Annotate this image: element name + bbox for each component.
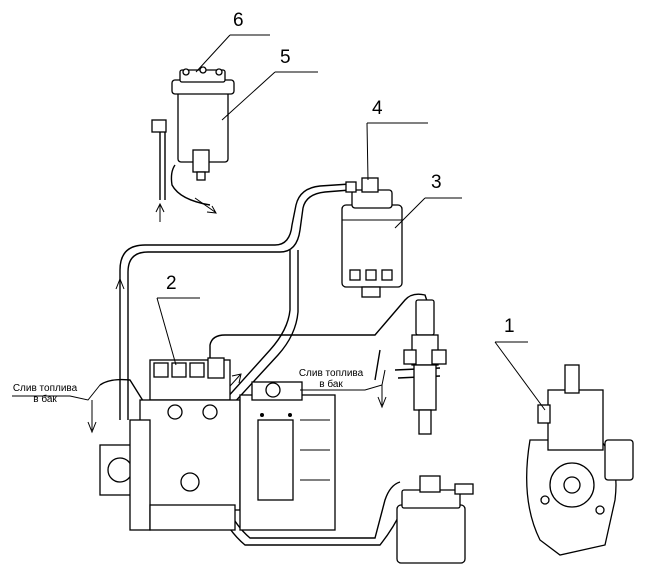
- filter-bottom: [396, 475, 474, 564]
- note-line: Слив топлива: [298, 368, 364, 379]
- callout-5: 5: [280, 47, 291, 68]
- drain-to-tank-note-left: Слив топлива в бак: [10, 383, 80, 405]
- injector: [403, 299, 447, 435]
- callout-1: 1: [504, 316, 515, 337]
- coarse-fuel-filter: [151, 66, 235, 181]
- pump-side-view: [526, 364, 634, 556]
- note-line: Слив топлива: [12, 383, 78, 394]
- callout-4: 4: [372, 98, 383, 119]
- note-line: в бак: [319, 379, 343, 390]
- callout-6: 6: [233, 10, 244, 31]
- note-line: в бак: [33, 394, 57, 405]
- fine-fuel-filter: [341, 177, 403, 298]
- drain-to-tank-note-right: Слив топлива в бак: [296, 368, 366, 390]
- callout-2: 2: [166, 273, 177, 294]
- callout-3: 3: [431, 172, 442, 193]
- flow-arrows: [87, 197, 387, 434]
- leader-lines: [12, 34, 546, 411]
- injection-pump: [99, 357, 336, 531]
